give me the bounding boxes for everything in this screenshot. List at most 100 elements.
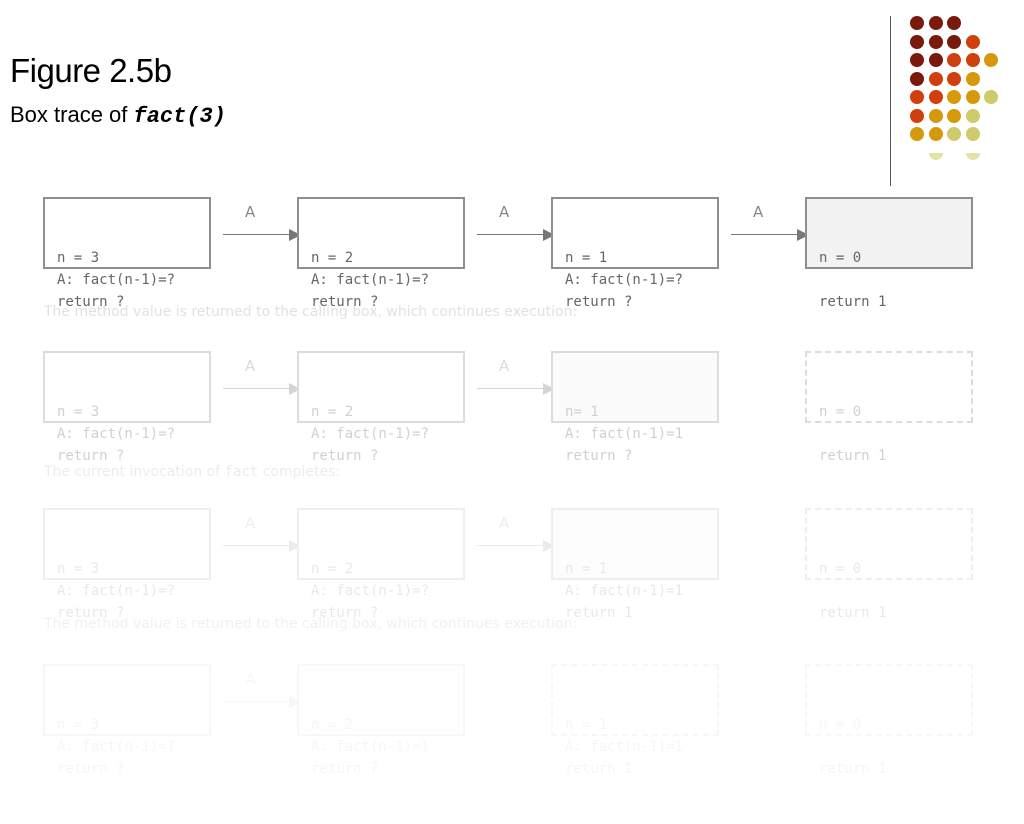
title-divider (890, 16, 891, 186)
call-arrow (477, 224, 555, 244)
decorative-dot (947, 90, 961, 104)
box-line: n = 2 (311, 717, 354, 733)
decorative-dot (910, 71, 924, 86)
box-line: n = 1 (565, 250, 608, 266)
call-arrow (223, 224, 301, 244)
box-line: return ? (311, 294, 379, 310)
decorative-dot (965, 53, 980, 67)
box-line: A: fact(n-1)=1 (565, 583, 684, 599)
arrow-label: A (245, 357, 256, 375)
activation-box-n2: n = 2 A: fact(n-1)=1 return ? (297, 664, 465, 777)
decorative-dot (910, 16, 924, 30)
box-line: A: fact(n-1)=? (311, 583, 430, 599)
box-line: n = 2 (311, 561, 354, 577)
call-arrow (223, 378, 301, 398)
stage-caption: The method value is returned to the call… (44, 616, 578, 632)
activation-box-n2: n = 2 A: fact(n-1)=? return ? (297, 508, 465, 621)
decorative-dot (910, 34, 924, 49)
box-line: n = 0 (819, 404, 862, 420)
activation-box-n3: n = 3 A: fact(n-1)=? return ? (43, 508, 211, 621)
decorative-dot (910, 53, 924, 67)
call-arrow (477, 535, 555, 555)
call-arrow (223, 691, 301, 711)
box-line: A: fact(n-1)=1 (565, 739, 684, 755)
arrow-label: A (245, 670, 256, 688)
arrow-label: A (499, 203, 510, 221)
box-line: n = 3 (57, 717, 100, 733)
decorative-dot (928, 71, 943, 86)
stage-caption: The current invocation of fact completes… (44, 464, 340, 480)
slide-subtitle: Box trace of fact(3) (10, 102, 226, 129)
decorative-dot (965, 90, 980, 104)
box-line: n = 1 (565, 561, 608, 577)
decorative-dot (928, 152, 943, 160)
decorative-dot (947, 127, 961, 141)
stage-caption: The method value is returned to the call… (44, 304, 578, 320)
subtitle-code: fact(3) (133, 104, 226, 129)
decorative-dot (947, 108, 961, 123)
box-line: n = 0 (819, 250, 862, 266)
decorative-dot (965, 108, 980, 123)
arrow-label: A (499, 357, 510, 375)
box-line: return 1 (819, 448, 887, 464)
box-line (819, 423, 971, 445)
decorative-dot (947, 71, 961, 86)
box-line: A: fact(n-1)=? (57, 583, 176, 599)
decorative-dot (947, 34, 961, 49)
box-line: A: fact(n-1)=? (57, 739, 176, 755)
box-line: n= 1 (565, 404, 599, 420)
caption-suffix: completes: (258, 464, 341, 480)
slide-title: Figure 2.5b (10, 52, 172, 89)
box-line: return 1 (819, 605, 887, 621)
decorative-dot (947, 16, 961, 30)
box-line: return 1 (565, 761, 633, 777)
box-line: return ? (57, 605, 125, 621)
box-line: A: fact(n-1)=? (311, 272, 430, 288)
activation-box-n1: n = 1 A: fact(n-1)=? return ? (551, 197, 719, 310)
box-line: return 1 (565, 605, 633, 621)
box-line: n = 3 (57, 561, 100, 577)
box-line (819, 269, 971, 291)
decorative-dot (928, 127, 943, 141)
box-line: A: fact(n-1)=1 (565, 426, 684, 442)
box-line: n = 0 (819, 717, 862, 733)
call-arrow (477, 378, 555, 398)
box-line: return ? (57, 294, 125, 310)
activation-box-n1: n = 1 A: fact(n-1)=1 return 1 (551, 508, 719, 621)
decorative-dot (910, 90, 924, 104)
box-line: return ? (565, 294, 633, 310)
box-line: n = 1 (565, 717, 608, 733)
decorative-dot (928, 90, 943, 104)
box-line: A: fact(n-1)=? (311, 426, 430, 442)
arrow-label: A (245, 514, 256, 532)
caption-code: fact (224, 464, 259, 480)
box-line: n = 3 (57, 250, 100, 266)
decorative-dot (910, 108, 924, 123)
box-line: return ? (311, 605, 379, 621)
decorative-dot (910, 127, 924, 141)
decorative-dot (965, 71, 980, 86)
box-line: A: fact(n-1)=? (565, 272, 684, 288)
call-arrow (731, 224, 809, 244)
decorative-dot (965, 152, 980, 160)
box-line: return ? (57, 761, 125, 777)
box-line: A: fact(n-1)=1 (311, 739, 430, 755)
decorative-dot (965, 34, 980, 49)
caption-prefix: The current invocation of (44, 464, 225, 480)
arrow-label: A (245, 203, 256, 221)
box-line: return ? (311, 448, 379, 464)
decorative-dot (928, 108, 943, 123)
decorative-dot (928, 53, 943, 67)
decorative-dot (928, 34, 943, 49)
arrow-label: A (499, 514, 510, 532)
activation-box-n1: n = 1 A: fact(n-1)=1 return 1 (551, 664, 719, 777)
box-line: return ? (311, 761, 379, 777)
